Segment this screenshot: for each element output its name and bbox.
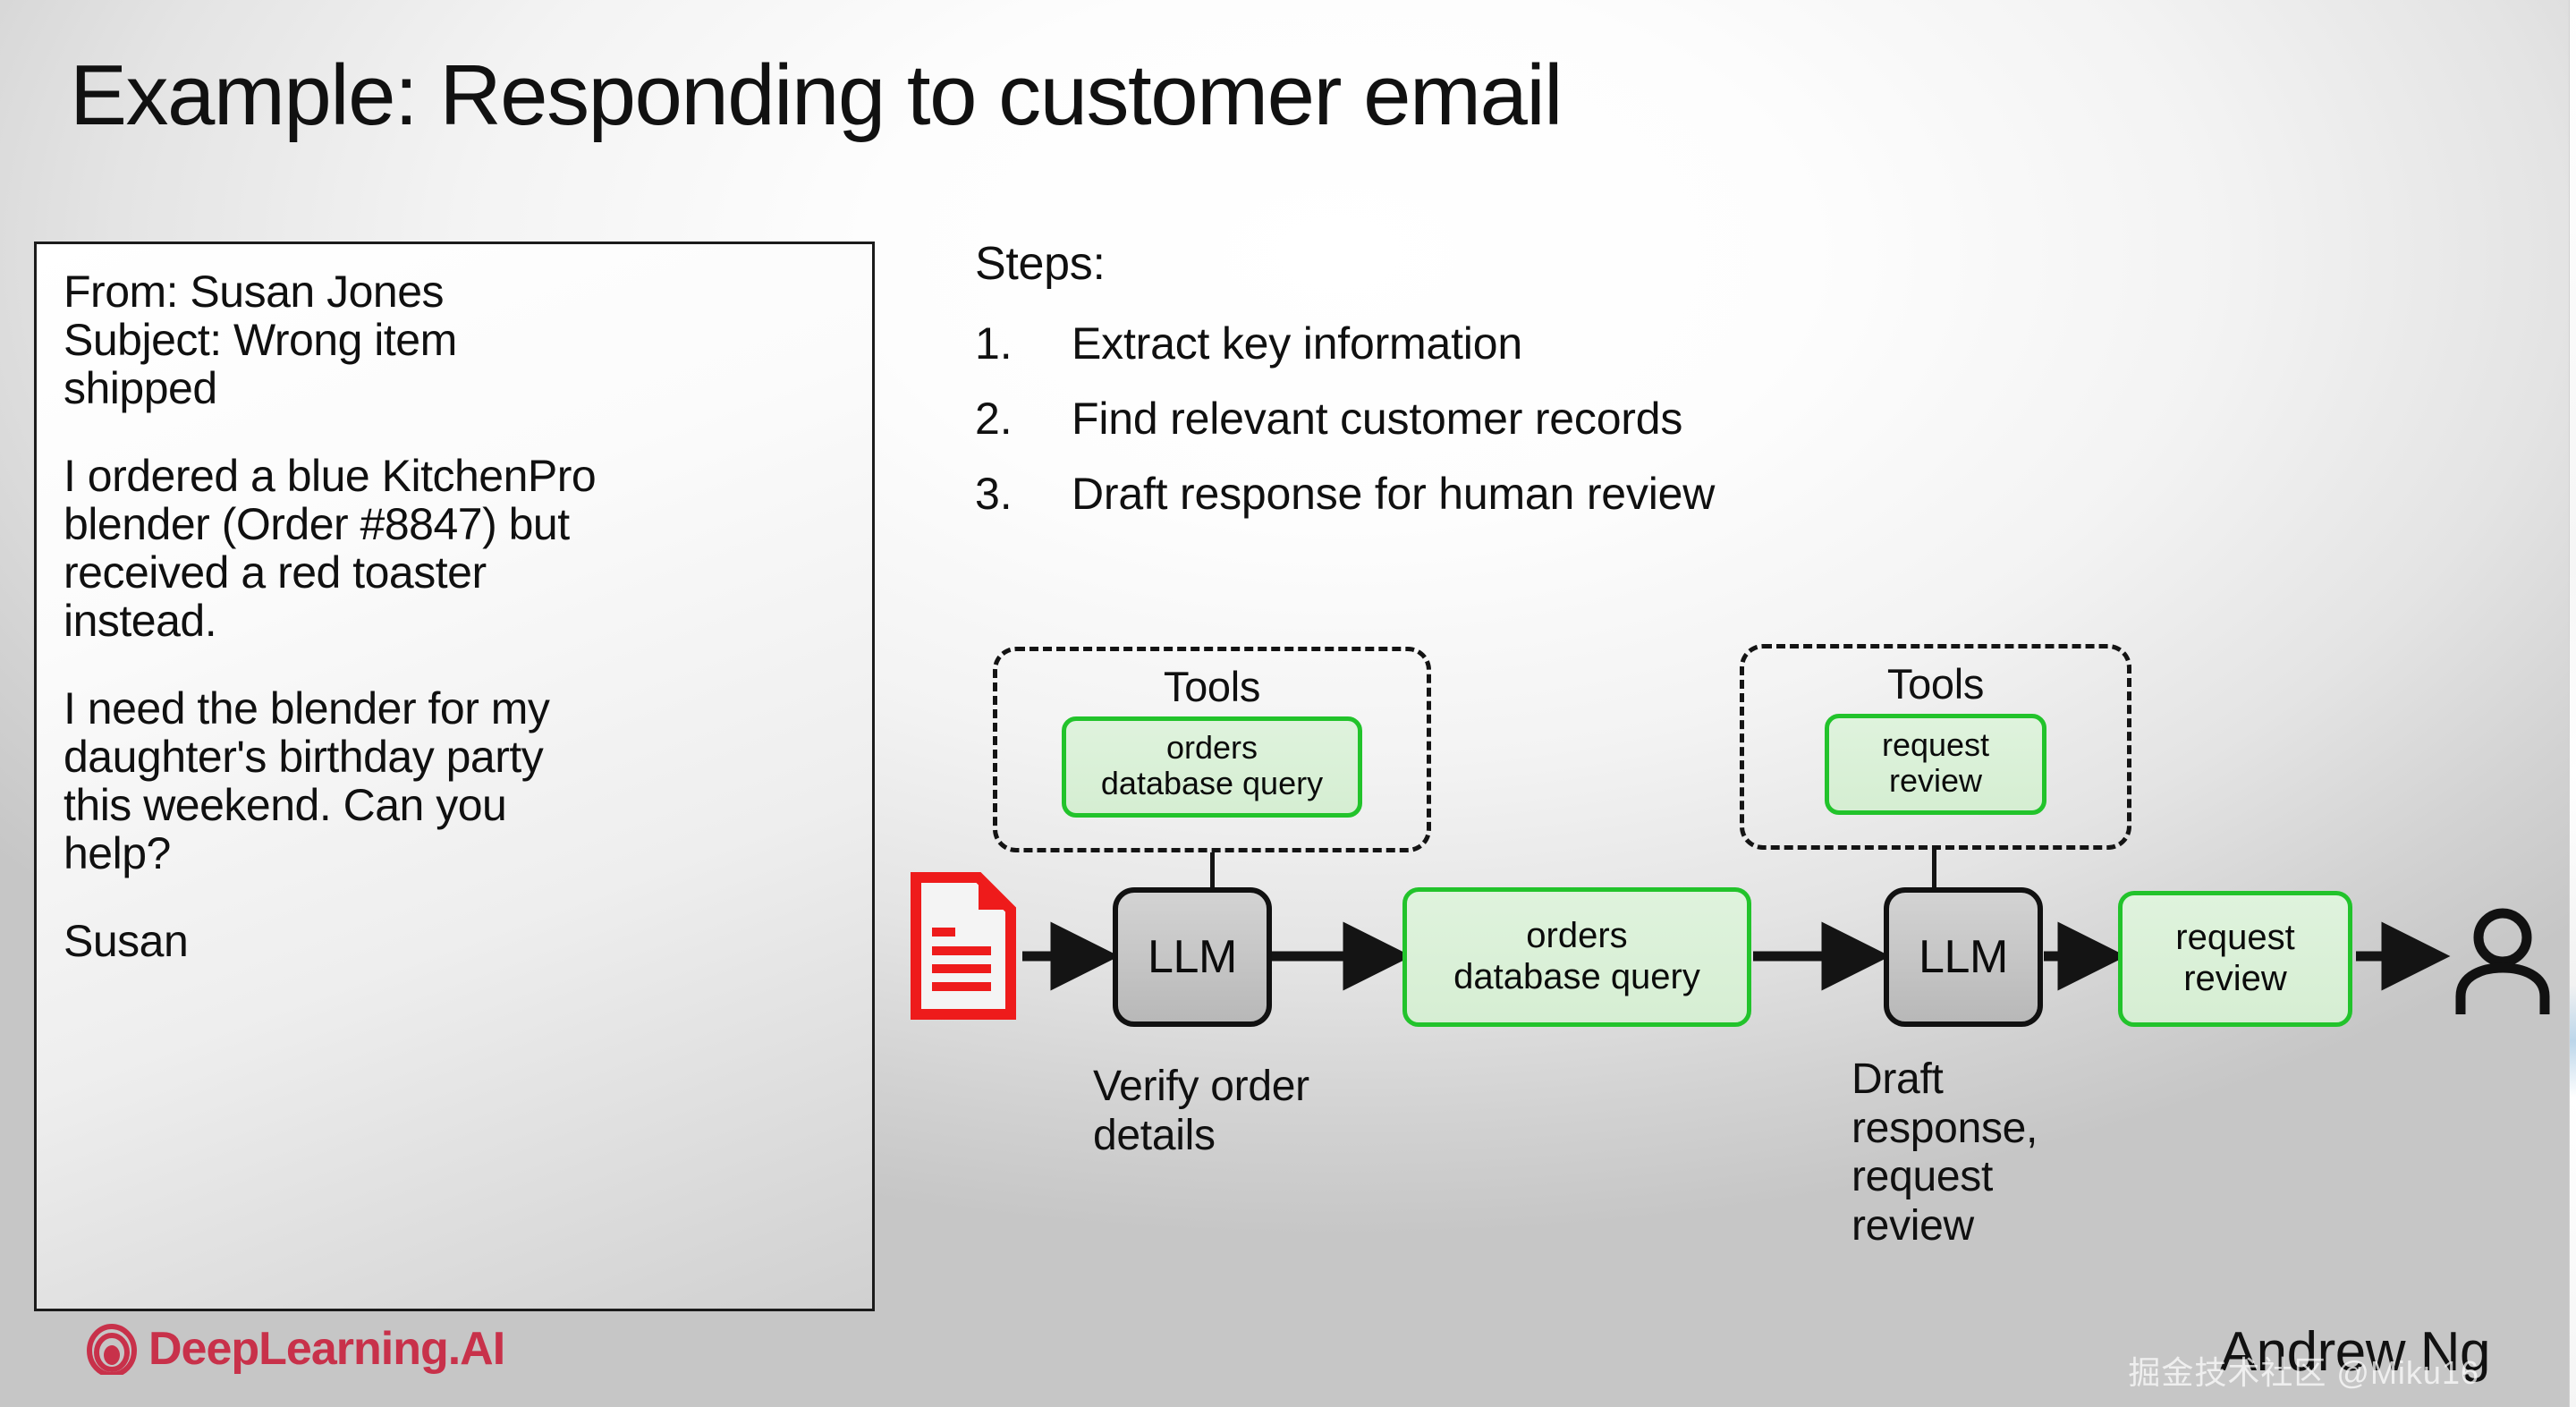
email-signature: Susan (64, 916, 189, 966)
tools2-to-llm2-connector (1932, 850, 1936, 903)
llm-node-2[interactable]: LLM (1884, 887, 2043, 1027)
person-icon (2454, 907, 2551, 1016)
email-subject-line-continued: shipped (64, 363, 217, 413)
tool-chip-request-review[interactable]: request review (1825, 714, 2046, 815)
step-label-3: Draft response for human review (1072, 469, 1716, 519)
tools-box-review[interactable]: Tools request review (1740, 644, 2131, 850)
caption-draft-response-request-review: Draft response, request review (1852, 1055, 2038, 1250)
step-item-1: 1. Extract key information (975, 318, 2496, 369)
deeplearning-ai-logo[interactable]: DeepLearning.AI (86, 1322, 505, 1377)
deeplearning-ai-mark-icon (86, 1323, 138, 1377)
step-number-3: 3. (975, 469, 1013, 519)
tools-box-1-title: Tools (1163, 663, 1261, 710)
email-from-line: From: Susan Jones (64, 267, 445, 317)
request-review-node[interactable]: request review (2118, 891, 2352, 1027)
step-label-1: Extract key information (1072, 318, 1522, 369)
step-item-3: 3. Draft response for human review (975, 468, 2496, 520)
tools-box-orders[interactable]: Tools orders database query (993, 647, 1431, 852)
tools1-to-llm1-connector (1210, 852, 1215, 902)
background-window-sliver (2569, 0, 2576, 1407)
watermark-text: 掘金技术社区 @Miku16 (2128, 1354, 2479, 1391)
presenter-name: Andrew Ng (2219, 1321, 2491, 1383)
tools-box-2-title: Tools (1886, 660, 1985, 708)
step-label-2: Find relevant customer records (1072, 394, 1683, 444)
document-icon (911, 872, 1016, 1020)
step-number-2: 2. (975, 394, 1013, 444)
caption-verify-order-details: Verify order details (1093, 1063, 1309, 1159)
tool-chip-orders-database-query[interactable]: orders database query (1062, 716, 1362, 818)
orders-database-query-node[interactable]: orders database query (1402, 887, 1751, 1027)
step-number-1: 1. (975, 318, 1013, 369)
email-body-paragraph-2: I need the blender for my daughter's bir… (64, 683, 550, 878)
llm-node-1[interactable]: LLM (1113, 887, 1272, 1027)
deeplearning-ai-wordmark: DeepLearning.AI (148, 1323, 505, 1375)
step-item-2: 2. Find relevant customer records (975, 393, 2496, 445)
email-body-paragraph-1: I ordered a blue KitchenPro blender (Ord… (64, 451, 597, 646)
email-subject-line: Subject: Wrong item (64, 315, 457, 365)
steps-section: Steps: 1. Extract key information 2. Fin… (975, 237, 2496, 543)
steps-heading: Steps: (975, 238, 1106, 290)
page-title: Example: Responding to customer email (70, 47, 1563, 143)
customer-email-panel: From: Susan Jones Subject: Wrong item sh… (34, 242, 875, 1311)
